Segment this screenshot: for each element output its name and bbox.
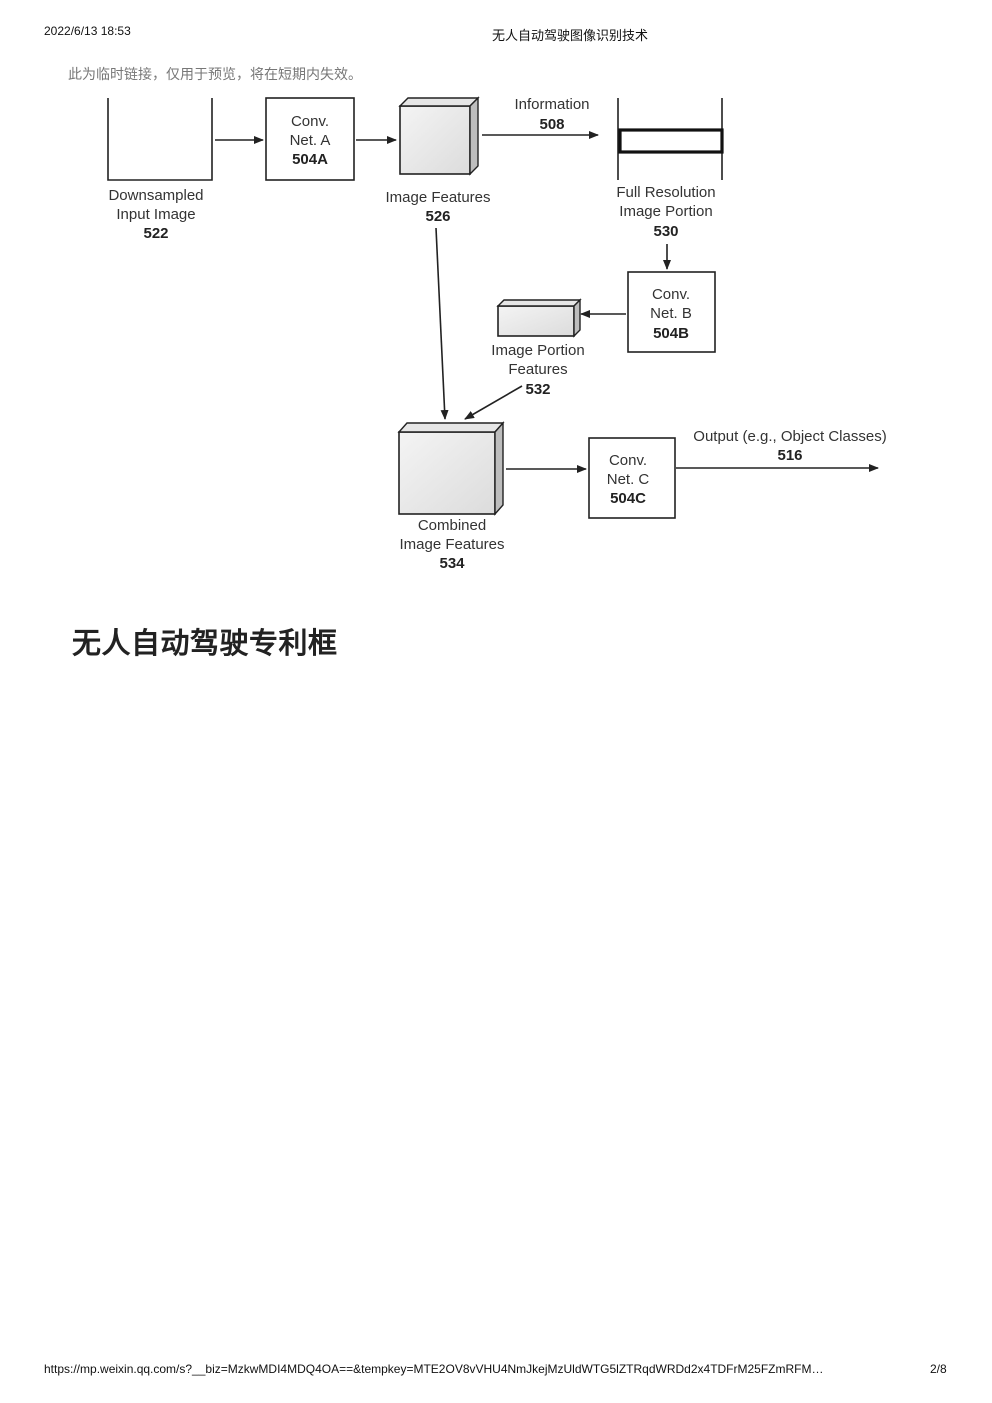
conv-a-label-line1: Conv. xyxy=(291,113,329,130)
conv-net-a-node: Conv. Net. A 504A xyxy=(265,97,355,181)
conv-a-ref-number: 504A xyxy=(292,151,328,168)
conv-b-ref-number: 504B xyxy=(653,325,689,342)
output-label: Output (e.g., Object Classes) xyxy=(693,428,886,445)
conv-c-label-line1: Conv. xyxy=(609,452,647,469)
patent-diagram-figure: Downsampled Input Image 522 Conv. Net. A… xyxy=(72,92,920,582)
output-ref-number: 516 xyxy=(777,447,802,464)
footer-source-url: https://mp.weixin.qq.com/s?__biz=MzkwMDI… xyxy=(44,1362,824,1376)
downsampled-ref-number: 522 xyxy=(143,225,168,242)
portion-features-label-line1: Image Portion xyxy=(491,342,584,359)
information-label: Information xyxy=(514,96,589,113)
conv-c-ref-number: 504C xyxy=(610,490,646,507)
portion-features-label-line2: Features xyxy=(508,361,567,378)
conv-net-b-node: Conv. Net. B 504B xyxy=(627,271,716,353)
arrow-features-to-combined xyxy=(435,227,449,420)
downsampled-label-line2: Input Image xyxy=(116,206,195,223)
cube-532-top xyxy=(496,299,582,307)
downsampled-image-frame xyxy=(107,98,213,181)
combined-label-line1: Combined xyxy=(418,517,486,534)
downsampled-label-line1: Downsampled xyxy=(108,187,203,204)
full-res-label-line1: Full Resolution xyxy=(616,184,715,201)
conv-net-c-node: Conv. Net. C 504C xyxy=(588,437,676,519)
cube-526-front xyxy=(399,105,471,175)
conv-b-label-line2: Net. B xyxy=(650,305,692,322)
full-resolution-image-node: Full Resolution Image Portion 530 xyxy=(616,98,724,240)
cube-526-top xyxy=(398,97,480,107)
cube-532-side xyxy=(573,298,581,338)
footer-page-number: 2/8 xyxy=(930,1362,947,1376)
information-ref-number: 508 xyxy=(539,116,564,133)
cube-526-side xyxy=(469,96,479,176)
combined-image-features-cube: Combined Image Features 534 xyxy=(397,421,505,572)
image-features-ref-number: 526 xyxy=(425,208,450,225)
cube-532-front xyxy=(497,305,575,337)
full-res-label-line2: Image Portion xyxy=(619,203,712,220)
cube-534-front xyxy=(398,431,496,515)
cube-534-top xyxy=(397,422,505,433)
temporary-link-notice: 此为临时链接，仅用于预览，将在短期内失效。 xyxy=(68,67,362,83)
conv-c-label-line2: Net. C xyxy=(607,471,650,488)
portion-features-ref-number: 532 xyxy=(525,381,550,398)
conv-net-c-box xyxy=(588,437,676,519)
document-title: 无人自动驾驶图像识别技术 xyxy=(491,29,648,44)
combined-ref-number: 534 xyxy=(439,555,465,572)
conv-net-a-box xyxy=(265,97,355,181)
print-datetime: 2022/6/13 18:53 xyxy=(44,24,131,38)
diagram-svg: Downsampled Input Image 522 Conv. Net. A… xyxy=(107,96,887,572)
cube-534-side xyxy=(494,421,504,516)
section-heading: 无人自动驾驶专利框 xyxy=(72,626,338,660)
full-res-portion-highlight xyxy=(618,128,724,154)
image-features-label: Image Features xyxy=(385,189,490,206)
conv-b-label-line1: Conv. xyxy=(652,286,690,303)
image-portion-features-cube: Image Portion Features 532 xyxy=(491,298,585,398)
combined-label-line2: Image Features xyxy=(399,536,504,553)
conv-net-b-box xyxy=(627,271,716,353)
conv-a-label-line2: Net. A xyxy=(290,132,331,149)
full-res-ref-number: 530 xyxy=(653,223,678,240)
arrow-portion-to-combined xyxy=(464,385,523,420)
image-features-cube: Image Features 526 xyxy=(385,96,491,225)
downsampled-input-image-node: Downsampled Input Image 522 xyxy=(107,98,213,242)
